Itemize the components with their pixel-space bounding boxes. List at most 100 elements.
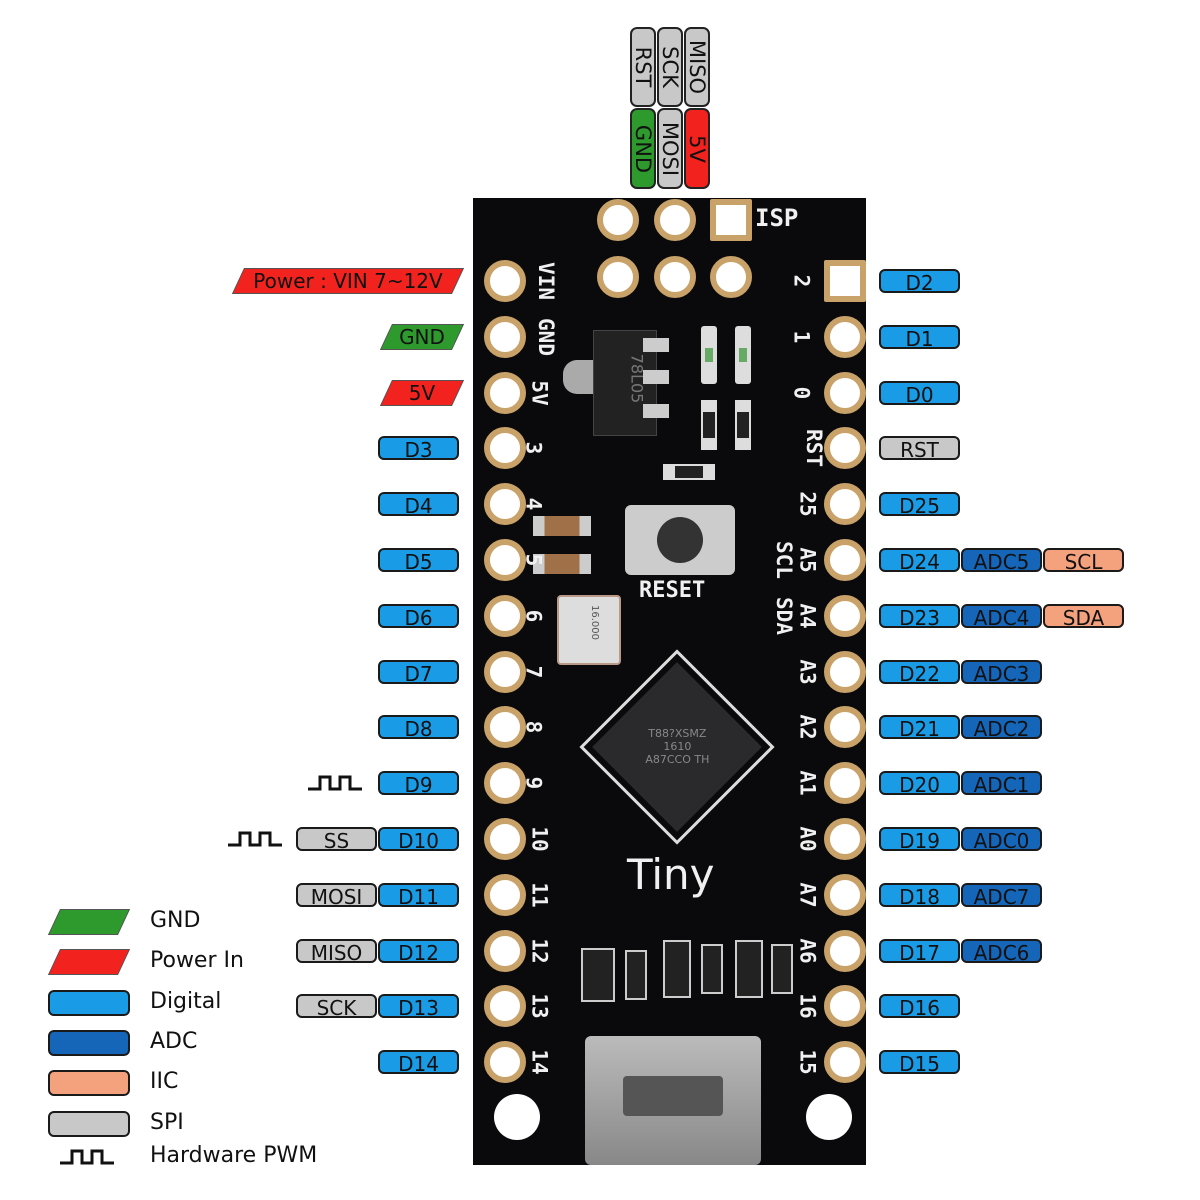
pin-pad-15 (824, 1041, 866, 1083)
pin-label-d16: D16 (879, 994, 960, 1020)
silk-label: 5V (527, 380, 552, 406)
pin-pad-a1 (824, 762, 866, 804)
legend-swatch-power (54, 949, 124, 975)
pin-label-d21: D21 (879, 715, 960, 741)
silk-label: A7 (795, 882, 820, 908)
pin-label-d2: D2 (879, 269, 960, 295)
silk-label: 15 (795, 1049, 820, 1075)
reset-button[interactable] (625, 505, 735, 575)
pwm-icon (228, 831, 282, 847)
isp-label-gnd: GND (630, 108, 656, 189)
silk-label: 12 (527, 938, 552, 964)
pin-label-d11: D11 (378, 883, 459, 909)
pin-pad-10 (484, 818, 526, 860)
pin-label-d24: D24 (879, 548, 960, 574)
pin-label-d3: D3 (378, 436, 459, 462)
pin-pad-0 (824, 372, 866, 414)
isp-label-text: GND (631, 124, 655, 173)
isp-pad (654, 199, 696, 241)
isp-label-text: MISO (685, 39, 709, 95)
chip-marking: T88?XSMZ (648, 727, 707, 741)
capacitor (533, 554, 591, 574)
pin-pad-a2 (824, 706, 866, 748)
resistor (735, 400, 751, 450)
legend-swatch-gnd (54, 909, 124, 935)
legend-swatch-digital (48, 990, 130, 1016)
pin-label-rst: RST (879, 436, 960, 462)
pin-pad-a3 (824, 651, 866, 693)
resistor (625, 950, 647, 1000)
pin-label-d5: D5 (378, 548, 459, 574)
chip-marking: A87CCO TH (645, 753, 710, 767)
silk-label: SDA (771, 597, 796, 635)
pin-pad-1 (824, 316, 866, 358)
silk-label: A5 (795, 547, 820, 573)
isp-label-text: SCK (658, 46, 682, 88)
reset-silk-label: RESET (639, 578, 706, 603)
silk-label: A1 (795, 770, 820, 796)
silk-label: 14 (527, 1049, 552, 1075)
pin-pad-5 (484, 539, 526, 581)
adc-label-adc1: ADC1 (961, 771, 1042, 797)
pin-pad-11 (484, 874, 526, 916)
silk-label: A0 (795, 826, 820, 852)
isp-pad (597, 256, 639, 298)
pin-label-gnd-text: GND (399, 325, 445, 349)
spi-label-mosi: MOSI (296, 883, 377, 909)
pin-label-d25: D25 (879, 492, 960, 518)
isp-pad (654, 256, 696, 298)
legend-label: GND (150, 908, 201, 933)
adc-label-adc5: ADC5 (961, 548, 1042, 574)
pin-label-d7: D7 (378, 660, 459, 686)
isp-silk-label: ISP (755, 204, 799, 232)
legend-label: SPI (150, 1110, 184, 1135)
mounting-hole (806, 1094, 852, 1140)
pin-pad-9 (484, 762, 526, 804)
pin-label-d4: D4 (378, 492, 459, 518)
silk-label: A3 (795, 659, 820, 685)
isp-pad (597, 199, 639, 241)
spi-label-ss: SS (296, 827, 377, 853)
pin-pad-3 (484, 427, 526, 469)
pin-pad-a5 (824, 539, 866, 581)
legend-label: IIC (150, 1069, 179, 1094)
silk-label: 16 (795, 993, 820, 1019)
pin-label-d8: D8 (378, 715, 459, 741)
mounting-hole (494, 1094, 540, 1140)
pin-label-d10: D10 (378, 827, 459, 853)
legend-label: ADC (150, 1029, 198, 1054)
chip-marking: 1610 (663, 740, 692, 754)
pin-pad-2 (824, 260, 866, 302)
diode (581, 948, 615, 1002)
pin-label-d18: D18 (879, 883, 960, 909)
pin-label-d17: D17 (879, 939, 960, 965)
pin-label-d20: D20 (879, 771, 960, 797)
pin-label-5v-text: 5V (408, 381, 436, 405)
silk-label: 25 (795, 491, 820, 517)
microcontroller-chip: T88?XSMZ 1610 A87CCO TH (592, 662, 762, 832)
pin-pad-7 (484, 651, 526, 693)
silk-label: 11 (527, 882, 552, 908)
pin-pad-25 (824, 483, 866, 525)
pin-label-d22: D22 (879, 660, 960, 686)
micro-usb-port[interactable] (585, 1036, 761, 1165)
legend-label: Digital (150, 989, 222, 1014)
isp-label-text: 5V (685, 134, 709, 163)
diode (735, 940, 763, 998)
resistor (771, 944, 793, 994)
pin-label-power-vin-7-12v-text: Power : VIN 7~12V (253, 269, 443, 293)
legend-swatch-spi (48, 1111, 130, 1137)
silk-label: RST (801, 429, 826, 467)
pin-pad-14 (484, 1041, 526, 1083)
silk-label: 2 (789, 274, 814, 288)
pin-label-d0: D0 (879, 381, 960, 407)
pin-pad-a0 (824, 818, 866, 860)
pin-pad-16 (824, 985, 866, 1027)
silk-label: 0 (789, 386, 814, 400)
isp-label-mosi: MOSI (657, 108, 683, 189)
adc-label-adc4: ADC4 (961, 604, 1042, 630)
crystal: 16.000 (557, 595, 621, 665)
pin-label-d14: D14 (378, 1050, 459, 1076)
pin-label-d12: D12 (378, 939, 459, 965)
